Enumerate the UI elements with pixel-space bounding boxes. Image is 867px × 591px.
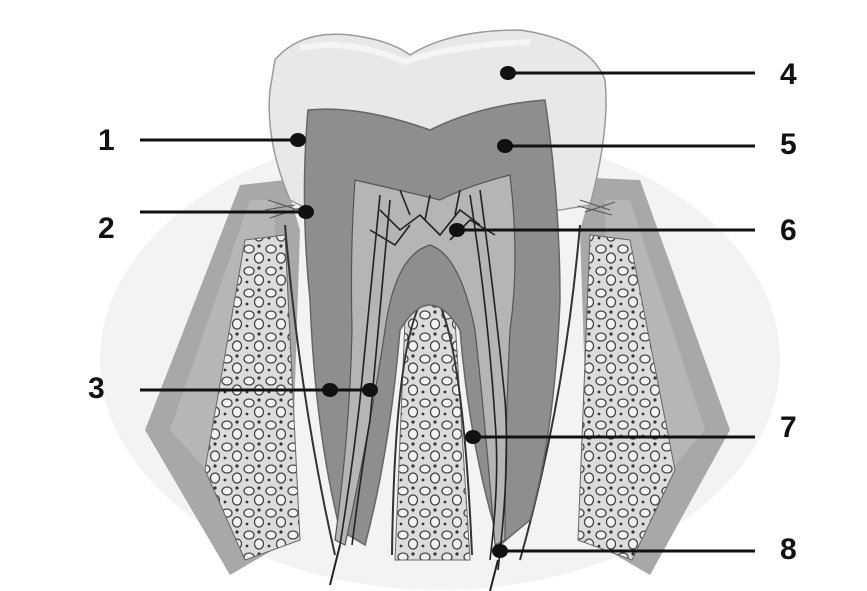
label-4: 4: [780, 58, 797, 91]
label-6: 6: [780, 214, 797, 247]
label-5: 5: [780, 128, 797, 161]
label-1: 1: [98, 124, 115, 157]
label-7: 7: [780, 411, 797, 444]
label-8: 8: [780, 533, 797, 566]
label-3: 3: [88, 372, 105, 405]
label-2: 2: [98, 212, 115, 245]
